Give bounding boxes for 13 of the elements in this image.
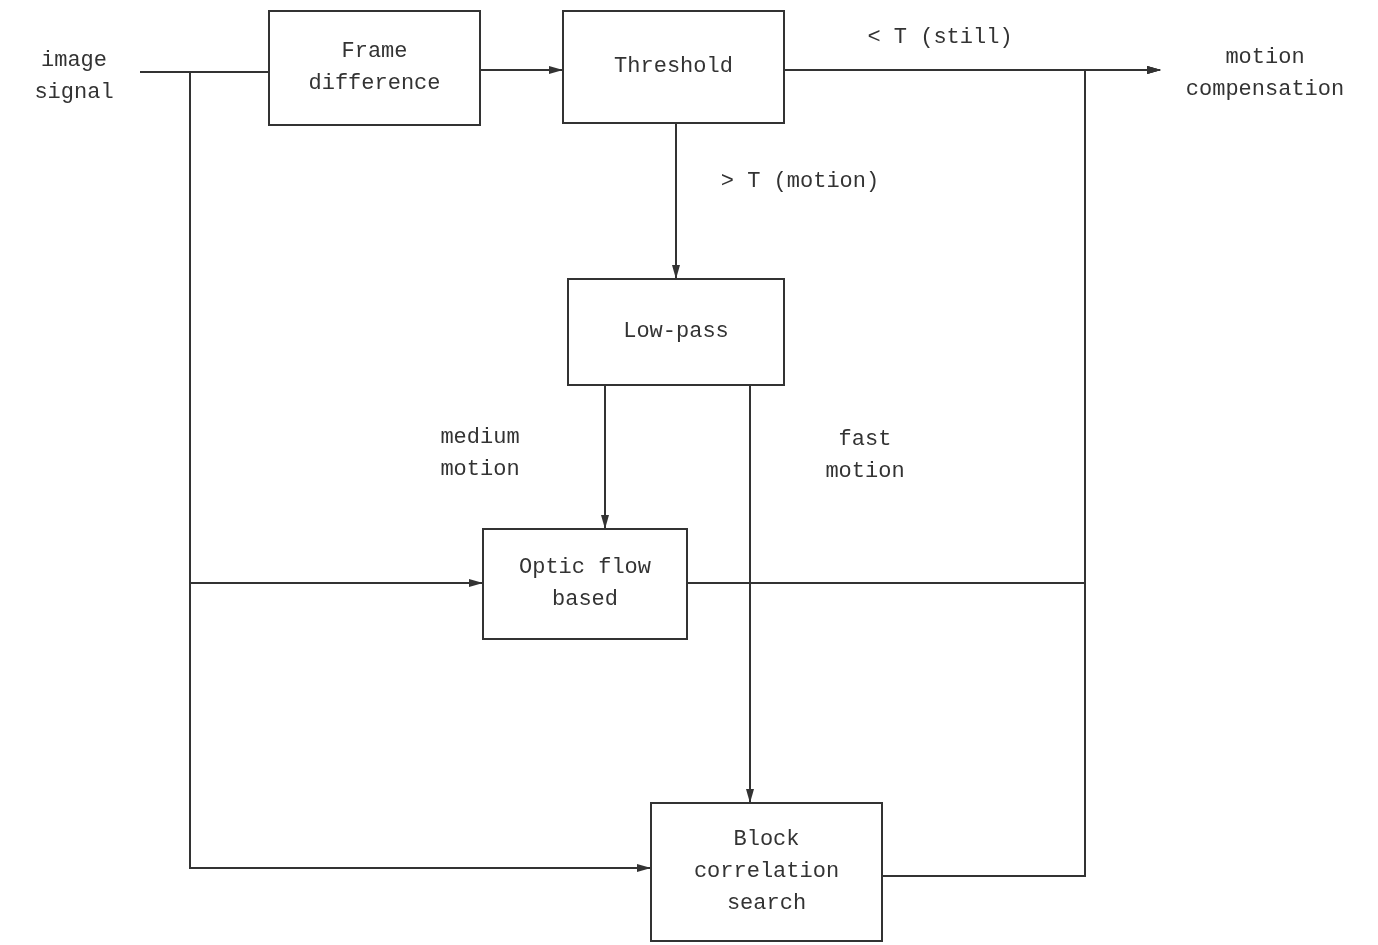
arrow — [601, 385, 609, 529]
process-box: Threshold — [562, 10, 785, 124]
process-box: Optic flow based — [482, 528, 688, 640]
process-box: Frame difference — [268, 10, 481, 126]
signal-label: motion compensation — [1160, 38, 1370, 110]
arrow — [672, 123, 680, 279]
arrow — [882, 66, 1161, 877]
signal-label: image signal — [8, 45, 140, 109]
arrow — [746, 385, 754, 803]
process-box: Block correlation search — [650, 802, 883, 942]
arrow — [480, 66, 563, 74]
process-box: Low-pass — [567, 278, 785, 386]
arrow — [139, 71, 651, 872]
